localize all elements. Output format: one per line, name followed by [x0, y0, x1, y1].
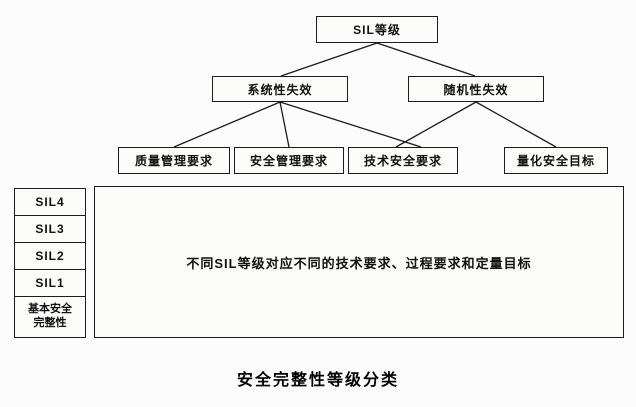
sil-stack-item-sil3: SIL3	[14, 215, 86, 243]
node-technical-safety-req-label: 技术安全要求	[363, 154, 442, 168]
node-quantified-safety-target-label: 量化安全目标	[516, 154, 595, 168]
sil1-label: SIL1	[35, 276, 65, 290]
node-random-failure-label: 随机性失效	[443, 82, 509, 97]
sil-stack-item-sil1: SIL1	[14, 269, 86, 297]
diagram-caption: 安全完整性等级分类	[236, 372, 399, 389]
basic-safety-integrity-label: 基本安全 完整性	[28, 303, 72, 329]
node-systematic-failure: 系统性失效	[212, 76, 348, 102]
sil-stack-item-sil4: SIL4	[14, 188, 86, 216]
node-safety-management-req: 安全管理要求	[234, 147, 344, 174]
sil2-label: SIL2	[35, 249, 65, 263]
node-random-failure: 随机性失效	[408, 76, 544, 102]
sil4-label: SIL4	[35, 195, 65, 209]
requirements-summary-text: 不同SIL等级对应不同的技术要求、过程要求和定量目标	[186, 255, 532, 271]
sil-stack-item-basic-safety-integrity: 基本安全 完整性	[14, 296, 86, 338]
sil3-label: SIL3	[35, 222, 65, 236]
node-safety-management-req-label: 安全管理要求	[249, 154, 328, 168]
node-systematic-failure-label: 系统性失效	[247, 82, 313, 97]
node-quality-management-req-label: 质量管理要求	[134, 154, 213, 168]
node-quality-management-req: 质量管理要求	[118, 147, 230, 174]
requirements-summary-box: 不同SIL等级对应不同的技术要求、过程要求和定量目标	[94, 186, 624, 338]
sil-stack-item-sil2: SIL2	[14, 242, 86, 270]
node-sil-level-label: SIL等级	[353, 23, 401, 37]
node-technical-safety-req: 技术安全要求	[348, 147, 458, 174]
node-sil-level: SIL等级	[316, 16, 438, 43]
node-quantified-safety-target: 量化安全目标	[504, 147, 608, 174]
